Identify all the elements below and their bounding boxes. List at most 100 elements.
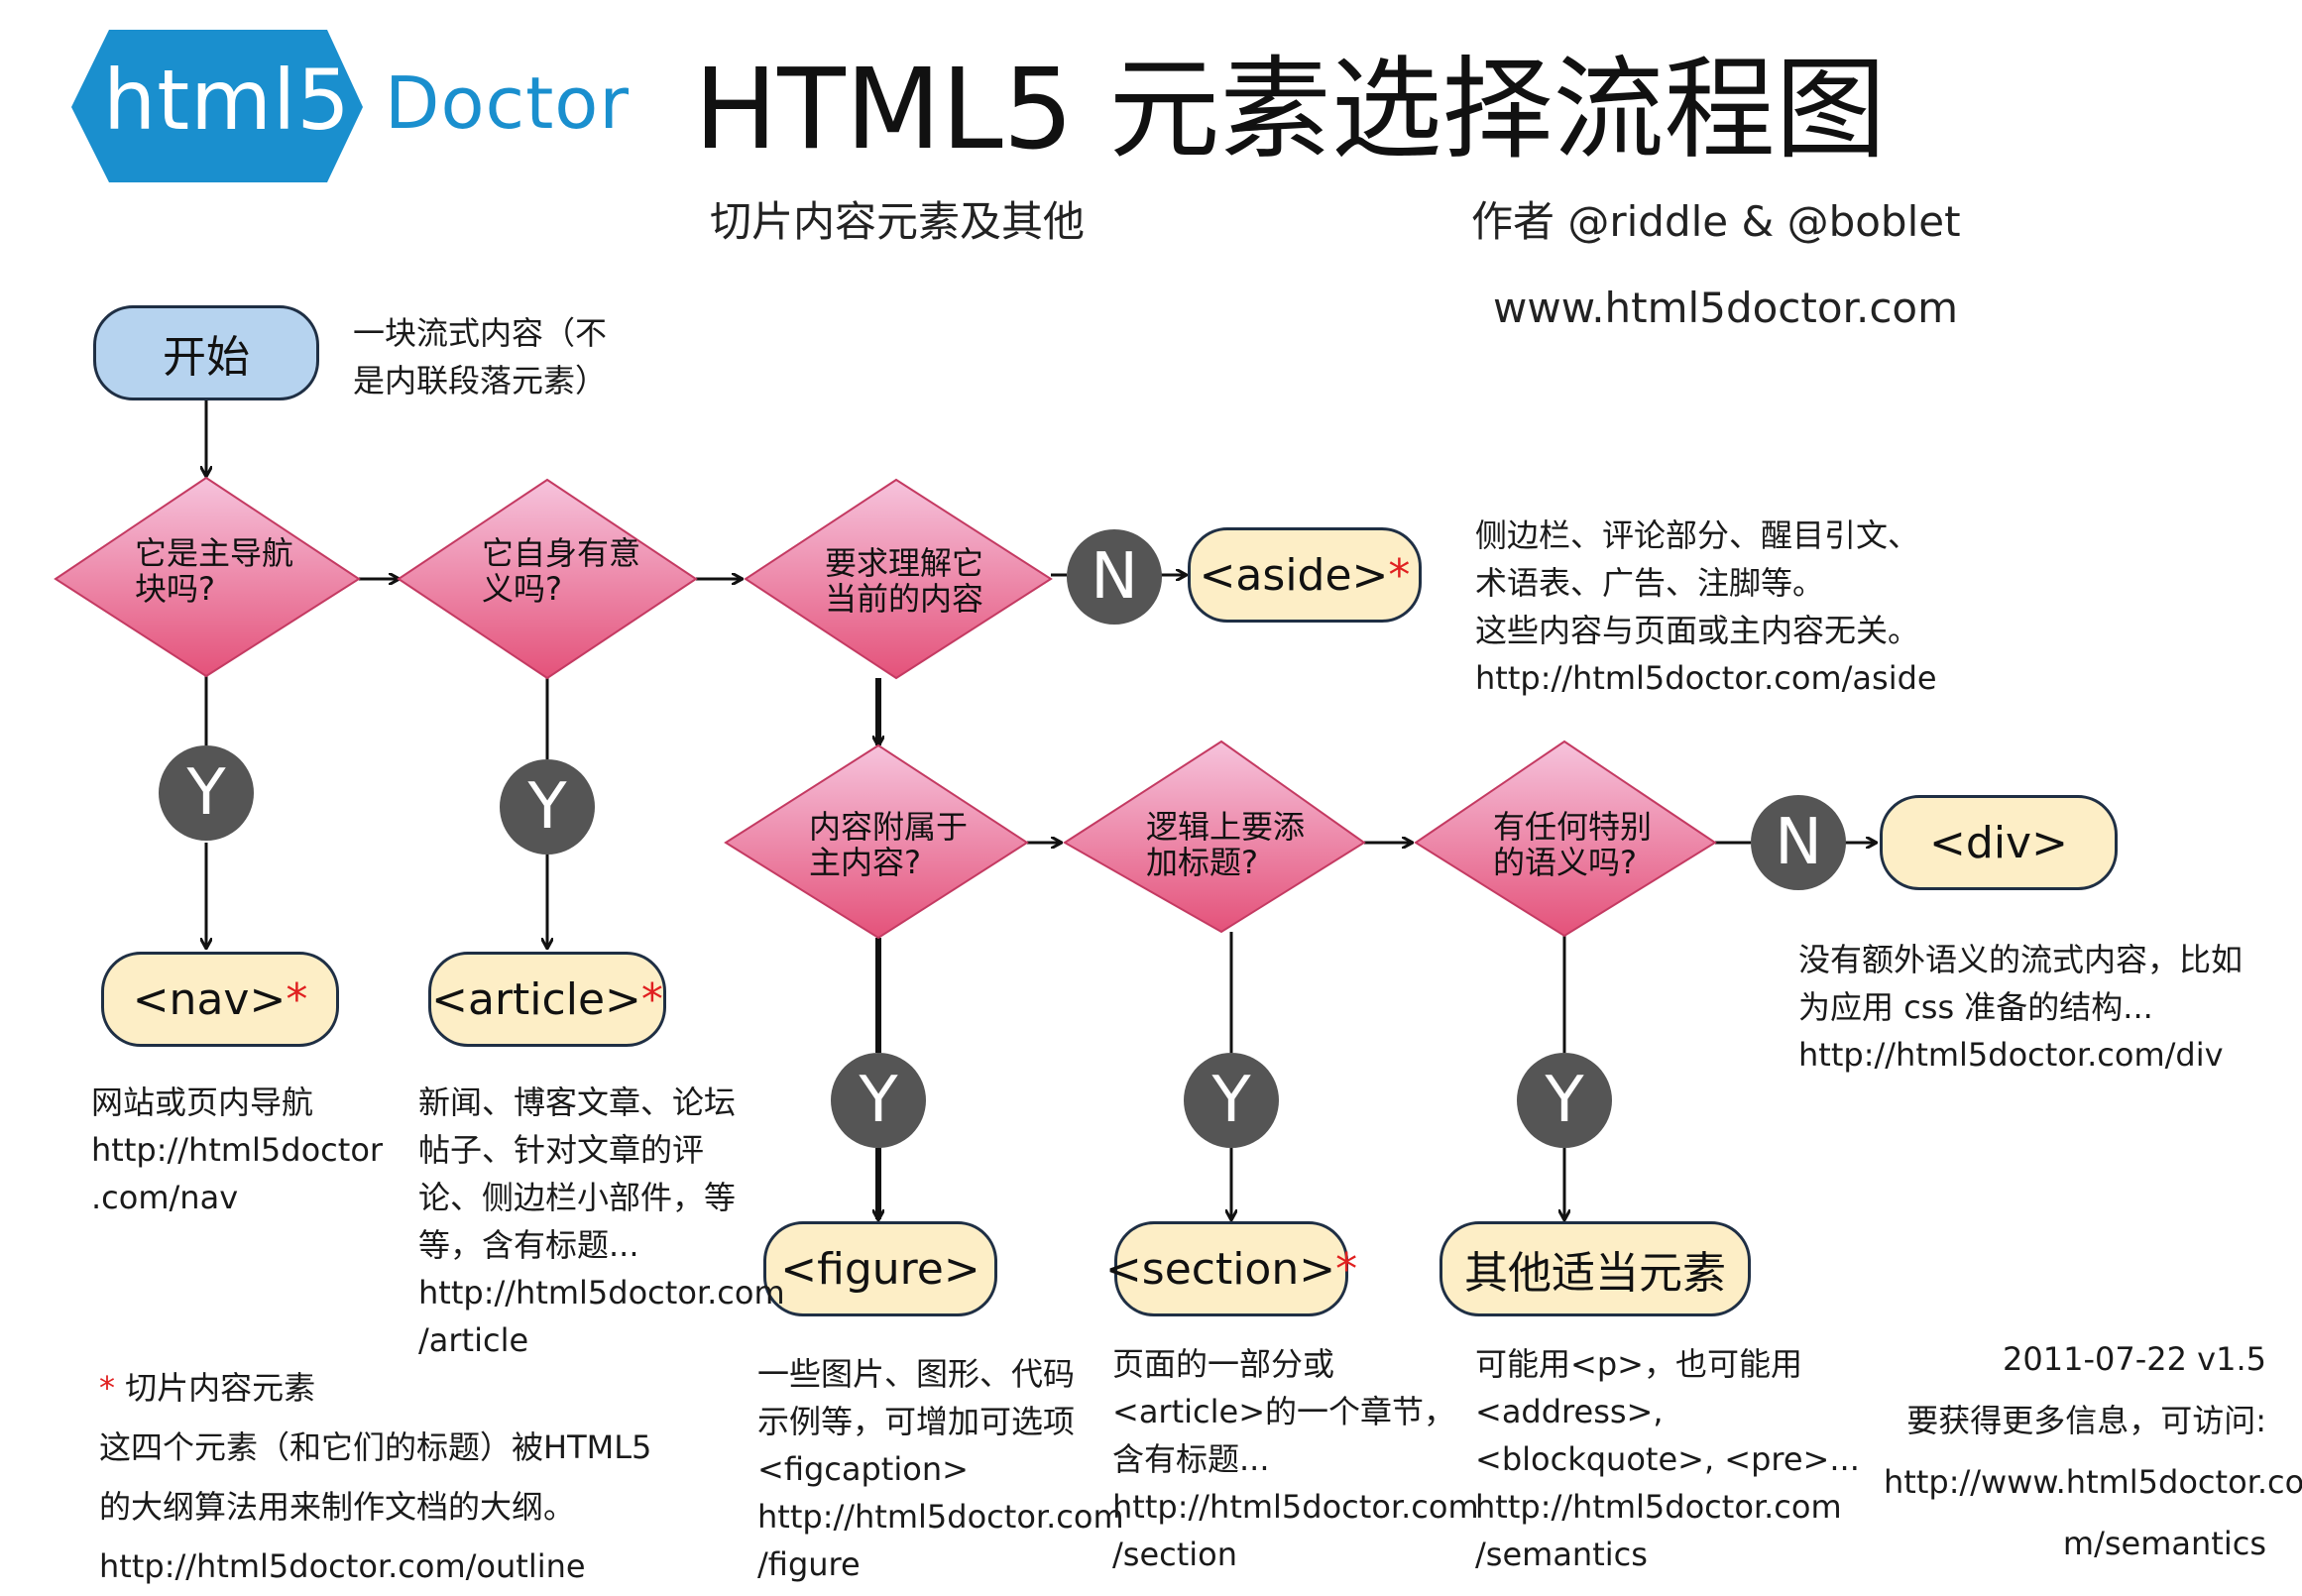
decision-line: 要求理解它 xyxy=(825,544,984,582)
decision-line: 内容附属于 xyxy=(809,808,969,846)
desc-line: http://html5doctor.com xyxy=(418,1274,785,1311)
start-node: 开始 xyxy=(93,305,319,400)
desc-figure: 一些图片、图形、代码 示例等，可增加可选项 <figcaption> http:… xyxy=(757,1350,1124,1588)
decision-line: 它是主导航 xyxy=(135,534,294,572)
desc-line: 可能用<p>，也可能用 xyxy=(1475,1345,1802,1383)
decision-line: 逻辑上要添 xyxy=(1146,808,1306,846)
star-marker: * xyxy=(1388,549,1411,601)
result-other-label: 其他适当元素 xyxy=(1464,1248,1726,1299)
desc-line: http://html5doctor.com xyxy=(1475,1488,1842,1526)
result-div: <div> xyxy=(1880,795,2118,890)
decision-line: 它自身有意 xyxy=(482,534,641,572)
desc-line: 侧边栏、评论部分、醒目引文、 xyxy=(1475,516,1920,554)
desc-line: 等，含有标题... xyxy=(418,1226,639,1264)
decision-figure-label: 内容附属于 主内容? xyxy=(809,809,968,880)
result-aside: <aside>* xyxy=(1188,527,1422,623)
result-aside-label: <aside> xyxy=(1199,549,1389,601)
desc-line: 网站或页内导航 xyxy=(91,1083,314,1121)
start-note-line: 一块流式内容（不 xyxy=(353,314,608,352)
desc-line: 这些内容与页面或主内容无关。 xyxy=(1475,612,1920,649)
desc-aside: 侧边栏、评论部分、醒目引文、 术语表、广告、注脚等。 这些内容与页面或主内容无关… xyxy=(1475,512,1937,702)
version-line: http://www.html5doctor.co xyxy=(1884,1463,2302,1501)
desc-line: 新闻、博客文章、论坛 xyxy=(418,1083,737,1121)
version-line: m/semantics xyxy=(2062,1525,2266,1562)
result-div-label: <div> xyxy=(1929,817,2068,868)
desc-section: 页面的一部分或 <article>的一个章节， 含有标题... http://h… xyxy=(1112,1340,1479,1578)
no-circle-aside: N xyxy=(1067,529,1162,625)
desc-line: <figcaption> xyxy=(757,1450,969,1488)
star-marker: * xyxy=(640,973,663,1025)
desc-line: /article xyxy=(418,1321,529,1359)
yes-circle-article: Y xyxy=(500,759,595,855)
start-note: 一块流式内容（不 是内联段落元素） xyxy=(353,309,607,404)
decision-article-label: 它自身有意 义吗? xyxy=(482,535,640,607)
logo-badge-text: html5 xyxy=(103,52,351,149)
result-section: <section>* xyxy=(1105,1221,1357,1316)
website: www.html5doctor.com xyxy=(1493,284,1959,332)
result-nav: <nav>* xyxy=(101,952,339,1047)
logo-doctor-text: Doctor xyxy=(385,61,630,145)
desc-line: <blockquote>, <pre>... xyxy=(1475,1440,1860,1478)
star-marker: * xyxy=(286,973,308,1025)
decision-aside-diamond xyxy=(744,478,1053,680)
desc-article: 新闻、博客文章、论坛 帖子、针对文章的评 论、侧边栏小部件，等 等，含有标题..… xyxy=(418,1079,785,1364)
desc-line: http://html5doctor.com/aside xyxy=(1475,659,1937,697)
desc-div: 没有额外语义的流式内容，比如 为应用 css 准备的结构... http://h… xyxy=(1798,936,2243,1079)
page-title: HTML5 元素选择流程图 xyxy=(694,46,1887,174)
decision-semantic-label: 有任何特别 的语义吗? xyxy=(1493,809,1652,880)
desc-line: .com/nav xyxy=(91,1179,239,1216)
desc-line: 一些图片、图形、代码 xyxy=(757,1355,1076,1393)
decision-line: 主内容? xyxy=(809,844,921,881)
authors: 作者 @riddle & @boblet xyxy=(1471,197,1961,246)
yes-circle-section: Y xyxy=(1184,1053,1279,1148)
desc-line: http://html5doctor xyxy=(91,1131,384,1169)
decision-nav-label: 它是主导航 块吗? xyxy=(135,535,293,607)
desc-line: /section xyxy=(1112,1536,1238,1573)
desc-other: 可能用<p>，也可能用 <address>, <blockquote>, <pr… xyxy=(1475,1340,1860,1578)
no-circle-div: N xyxy=(1751,795,1846,890)
decision-figure-diamond xyxy=(724,743,1029,940)
decision-line: 有任何特别 xyxy=(1493,808,1653,846)
yes-circle-figure: Y xyxy=(831,1053,926,1148)
desc-line: 术语表、广告、注脚等。 xyxy=(1475,564,1825,602)
decision-line: 块吗? xyxy=(135,570,215,608)
desc-line: 没有额外语义的流式内容，比如 xyxy=(1798,941,2244,978)
decision-line: 的语义吗? xyxy=(1493,844,1637,881)
result-article-label: <article> xyxy=(431,973,641,1025)
decision-section-diamond xyxy=(1063,740,1366,934)
result-article: <article>* xyxy=(428,952,666,1047)
yes-circle-other: Y xyxy=(1517,1053,1612,1148)
desc-nav: 网站或页内导航 http://html5doctor .com/nav xyxy=(91,1079,383,1221)
desc-line: 帖子、针对文章的评 xyxy=(418,1131,705,1169)
star-marker: * xyxy=(99,1369,115,1407)
result-other: 其他适当元素 xyxy=(1439,1221,1751,1316)
desc-line: http://html5doctor.com xyxy=(757,1498,1124,1536)
decision-section-label: 逻辑上要添 加标题? xyxy=(1146,809,1305,880)
desc-line: /semantics xyxy=(1475,1536,1648,1573)
desc-line: 论、侧边栏小部件，等 xyxy=(418,1179,737,1216)
desc-line: /figure xyxy=(757,1545,861,1583)
desc-line: <article>的一个章节， xyxy=(1112,1393,1456,1430)
footnote-heading: 切片内容元素 xyxy=(125,1369,316,1407)
desc-line: http://html5doctor.com/div xyxy=(1798,1036,2224,1074)
version-date: 2011-07-22 v1.5 xyxy=(2003,1340,2266,1378)
result-figure-label: <figure> xyxy=(780,1243,980,1295)
decision-line: 加标题? xyxy=(1146,844,1258,881)
decision-article-diamond xyxy=(397,478,698,680)
desc-line: 为应用 css 准备的结构... xyxy=(1798,988,2153,1026)
decision-line: 义吗? xyxy=(482,570,562,608)
start-note-line: 是内联段落元素） xyxy=(353,362,608,399)
footnote-line: 这四个元素（和它们的标题）被HTML5 xyxy=(99,1428,652,1466)
decision-aside-label: 要求理解它 当前的内容 xyxy=(825,545,983,617)
footnote-line: 的大纲算法用来制作文档的大纲。 xyxy=(99,1488,576,1526)
footnote-line: http://html5doctor.com/outline xyxy=(99,1547,586,1585)
html5-badge-icon xyxy=(71,30,363,182)
result-nav-label: <nav> xyxy=(132,973,287,1025)
decision-line: 当前的内容 xyxy=(825,580,984,618)
decision-nav-diamond xyxy=(54,476,361,678)
desc-line: 含有标题... xyxy=(1112,1440,1270,1478)
footnote: * 切片内容元素 这四个元素（和它们的标题）被HTML5 的大纲算法用来制作文档… xyxy=(99,1358,651,1596)
version-info: 2011-07-22 v1.5 要获得更多信息，可访问: http://www.… xyxy=(1884,1328,2302,1574)
desc-line: http://html5doctor.com xyxy=(1112,1488,1479,1526)
